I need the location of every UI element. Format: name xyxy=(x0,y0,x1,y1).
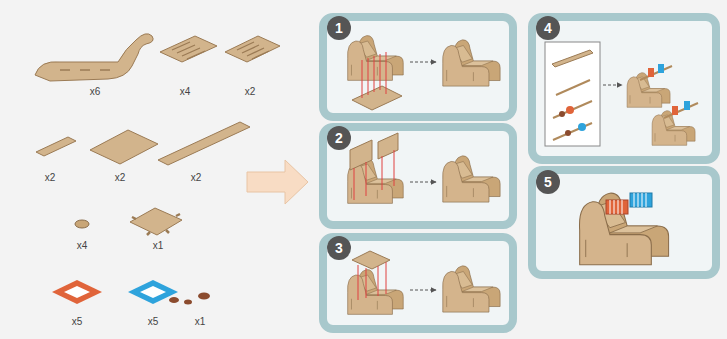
peg-part xyxy=(198,293,210,300)
part-tabs xyxy=(132,214,180,235)
step-number: 4 xyxy=(536,16,560,40)
orange-square-stack xyxy=(606,200,628,214)
step-number-text: 1 xyxy=(335,20,343,36)
parts-inset xyxy=(545,42,600,146)
orange-square-part xyxy=(52,280,102,304)
plate-part xyxy=(378,133,398,159)
orange-bead xyxy=(672,106,678,115)
slotted-plate-part xyxy=(160,36,217,62)
step-arrow xyxy=(603,85,622,86)
stick-part xyxy=(553,101,592,118)
orange-square-hole xyxy=(64,286,90,298)
part-count: x2 xyxy=(33,172,67,184)
part-slots xyxy=(60,69,110,71)
step-number: 3 xyxy=(327,236,351,260)
blue-bead xyxy=(578,123,586,131)
part-slots xyxy=(237,42,269,59)
step-panel xyxy=(323,237,513,329)
stack-lines xyxy=(610,200,622,214)
step-number-text: 4 xyxy=(544,20,552,36)
chair-illustration xyxy=(443,266,500,312)
part-count: x5 xyxy=(60,316,94,328)
long-bar-part xyxy=(552,50,593,67)
assembly-guide xyxy=(354,150,394,200)
step-arrow xyxy=(410,62,436,63)
stick-part xyxy=(553,123,592,140)
orange-bead xyxy=(648,68,654,77)
part-count: x2 xyxy=(103,172,137,184)
assembly-guide xyxy=(362,52,386,98)
chair-illustration xyxy=(443,156,500,202)
big-arrow xyxy=(247,160,308,204)
disk-part xyxy=(75,220,89,228)
chair-illustration xyxy=(348,270,404,315)
side-panel-part xyxy=(35,34,153,81)
chair-illustration xyxy=(348,36,404,81)
slotted-plate-part xyxy=(225,36,280,62)
part-count: x6 xyxy=(78,86,112,98)
peg-part xyxy=(559,111,565,117)
chair-illustration xyxy=(580,193,669,265)
step-number: 2 xyxy=(327,126,351,150)
blue-square-stack xyxy=(630,193,652,207)
part-count: x2 xyxy=(179,172,213,184)
blue-square-part xyxy=(128,280,178,304)
blue-square-hole xyxy=(140,286,166,298)
step-number: 5 xyxy=(536,170,560,194)
part-slots xyxy=(172,42,205,59)
stick-part xyxy=(664,103,698,118)
step-number-text: 5 xyxy=(544,174,552,190)
part-count: x4 xyxy=(65,240,99,252)
small-bar-part xyxy=(36,137,76,156)
step-number-text: 3 xyxy=(335,240,343,256)
part-count: x1 xyxy=(183,316,217,328)
peg-part xyxy=(184,300,192,305)
step-panel xyxy=(532,170,716,275)
stick-part xyxy=(640,66,672,80)
orange-bead xyxy=(566,106,574,114)
chair-illustration xyxy=(627,73,670,108)
step-arrow xyxy=(410,290,436,291)
peg-part xyxy=(169,297,179,303)
peg-part xyxy=(565,130,571,136)
assembly-guide xyxy=(358,262,386,300)
step-number: 1 xyxy=(327,16,351,40)
slotted-plate-part xyxy=(352,86,402,110)
step-arrow xyxy=(410,182,436,183)
plate-part xyxy=(350,140,372,170)
long-bar-part xyxy=(158,122,250,165)
part-count: x1 xyxy=(141,240,175,252)
part-count: x4 xyxy=(168,86,202,98)
step-panel xyxy=(323,127,513,225)
step-number-text: 2 xyxy=(335,130,343,146)
part-count: x5 xyxy=(136,316,170,328)
tabbed-plate-part xyxy=(130,208,182,235)
plate-part xyxy=(90,130,158,164)
part-count: x2 xyxy=(233,86,267,98)
step-panel xyxy=(323,17,513,117)
step-panel xyxy=(532,17,716,160)
chair-illustration xyxy=(443,40,500,86)
stick-part xyxy=(556,80,590,95)
blue-bead xyxy=(684,101,690,110)
blue-bead xyxy=(658,64,664,73)
stack-lines xyxy=(634,193,646,207)
chair-illustration xyxy=(652,111,695,146)
